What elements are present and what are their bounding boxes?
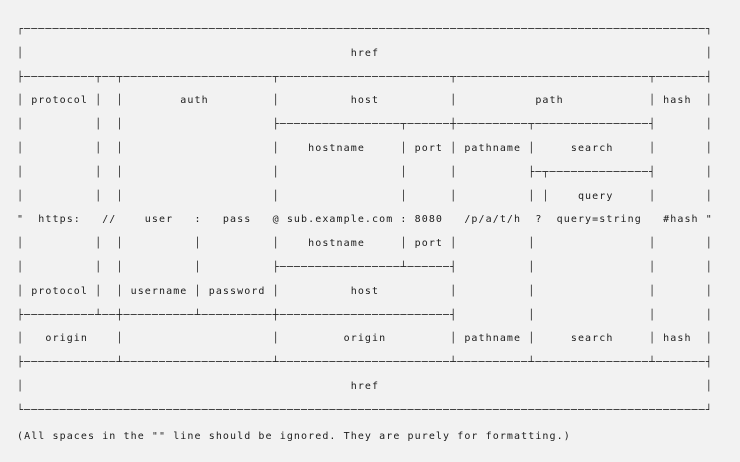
example-url-line: " https: // user : pass @ sub.example.co… <box>17 214 713 226</box>
diagram-href-row-bottom: │ href │ <box>17 380 713 392</box>
diagram-query-row: │ │ │ │ │ │ │ │ query │ │ <box>17 190 713 202</box>
url-structure-diagram: ┌───────────────────────────────────────… <box>17 18 713 423</box>
diagram-protocol-username-password-host-row: │ protocol │ │ username │ password │ hos… <box>17 285 713 297</box>
formatting-note: (All spaces in the "" line should be ign… <box>17 431 571 442</box>
diagram-protocol-auth-host-path-hash-row: │ protocol │ │ auth │ host │ path │ hash… <box>17 95 713 107</box>
diagram-line: ├──────────┴──┼──────────┴──────────┼───… <box>17 309 713 321</box>
diagram-line: │ │ │ │ │ │ ├─┬──────────────┤ │ <box>17 166 713 178</box>
diagram-origin-row: │ origin │ │ origin │ pathname │ search … <box>17 333 713 345</box>
diagram-line: │ │ │ ├─────────────────┬──────┼────────… <box>17 119 713 131</box>
diagram-line: ├─────────────┴─────────────────────┴───… <box>17 357 713 369</box>
diagram-hostname-port-row: │ │ │ │ │ hostname │ port │ │ │ │ <box>17 238 713 250</box>
diagram-line: │ │ │ │ ├─────────────────┴──────┤ │ │ │ <box>17 261 713 273</box>
diagram-href-row: │ href │ <box>17 47 713 59</box>
diagram-top-border: ┌───────────────────────────────────────… <box>17 24 713 35</box>
diagram-hostname-port-pathname-search-row: │ │ │ │ hostname │ port │ pathname │ sea… <box>17 142 713 154</box>
diagram-line: ├──────────┬──┬─────────────────────┬───… <box>17 71 713 83</box>
diagram-bottom-border: └───────────────────────────────────────… <box>17 404 713 416</box>
